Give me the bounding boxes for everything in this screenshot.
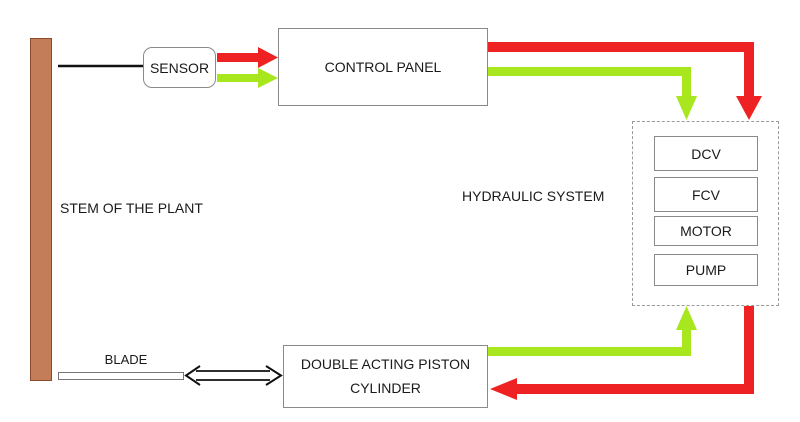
cylinder-label-line1: DOUBLE ACTING PISTON bbox=[300, 356, 471, 372]
hydraulic-system-group bbox=[632, 121, 779, 306]
dcv-label: DCV bbox=[691, 145, 721, 162]
piston-cylinder-box bbox=[283, 345, 488, 408]
hydraulic-system-label: HYDRAULIC SYSTEM bbox=[462, 188, 605, 204]
fcv-box bbox=[654, 177, 758, 212]
stem-label: STEM OF THE PLANT bbox=[60, 200, 203, 216]
motor-box bbox=[654, 216, 758, 246]
control-to-hydraulic-red-arrow bbox=[488, 42, 762, 120]
blade-label: BLADE bbox=[104, 351, 148, 367]
control-panel-label: CONTROL PANEL bbox=[324, 59, 442, 75]
control-panel-box bbox=[278, 28, 488, 106]
sensor-box bbox=[143, 47, 216, 88]
sensor-to-control-red-arrow bbox=[217, 47, 278, 68]
blade-cylinder-double-arrow bbox=[184, 365, 283, 386]
control-to-hydraulic-green-arrow bbox=[488, 67, 697, 120]
blade bbox=[58, 372, 184, 380]
motor-label: MOTOR bbox=[680, 223, 732, 239]
pump-box bbox=[654, 254, 758, 286]
cylinder-to-hydraulic-green-arrow bbox=[488, 306, 697, 356]
cylinder-label-line2: CYLINDER bbox=[350, 380, 421, 396]
fcv-label: FCV bbox=[692, 186, 720, 203]
hydraulic-to-cylinder-red-arrow bbox=[490, 306, 754, 400]
pump-label: PUMP bbox=[685, 262, 727, 278]
sensor-label: SENSOR bbox=[149, 59, 210, 76]
plant-stem bbox=[30, 38, 52, 381]
sensor-to-control-green-arrow bbox=[217, 68, 278, 88]
dcv-box bbox=[654, 136, 758, 171]
